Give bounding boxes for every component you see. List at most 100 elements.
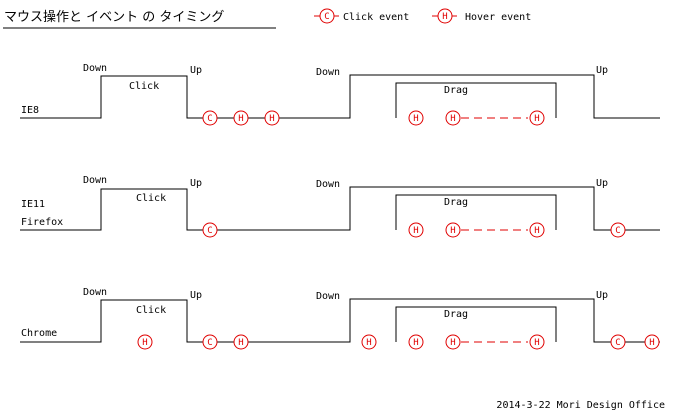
hover-event-marker: H [408,222,424,238]
click-event-letter: C [615,226,620,236]
hover-event-circle [408,334,424,350]
row-label: IE8 [21,105,39,116]
down-label: Down [83,287,107,298]
click-label: Click [136,193,166,204]
click-event-circle [202,110,218,126]
timeline-baseline [20,74,660,119]
hover-event-circle [445,110,461,126]
down-label: Down [316,67,340,78]
click-event-letter: C [207,226,212,236]
timeline-baseline [20,298,660,343]
drag-label: Drag [444,85,468,96]
up-label: Up [190,178,202,189]
click-event-circle [610,222,626,238]
legend-hover-label: Hover event [465,12,531,23]
hover-event-circle [529,222,545,238]
hover-event-letter: H [238,338,243,348]
hover-event-circle [529,334,545,350]
hover-event-circle [408,110,424,126]
hover-event-letter: H [649,338,654,348]
row-label: Chrome [21,328,57,339]
legend-click-label: Click event [343,12,409,23]
hover-event-circle [408,222,424,238]
legend-click: C Click event [314,8,409,24]
click-event-letter: C [207,114,212,124]
click-event-letter: C [615,338,620,348]
svg-text:C: C [324,12,329,22]
click-label: Click [136,305,166,316]
hover-event-letter: H [413,226,418,236]
row-label: IE11 [21,199,45,210]
hover-event-letter: H [534,114,539,124]
hover-event-marker: H [529,334,545,350]
hover-event-marker: H [408,110,424,126]
hover-event-circle [644,334,660,350]
click-event-marker: C [202,334,218,350]
hover-event-circle [445,222,461,238]
hover-event-letter: H [450,338,455,348]
diagram-title: マウス操作と イベント の タイミング [4,9,224,25]
drag-pulse [395,82,557,118]
click-event-marker: C [610,222,626,238]
row-chrome: Chrome Down Up Down Up Click Drag H C H … [20,287,660,350]
hover-event-marker: H [233,110,249,126]
up-label: Up [596,65,608,76]
hover-event-letter: H [534,338,539,348]
hover-event-letter: H [269,114,274,124]
legend-hover: H Hover event [432,8,531,24]
hover-event-circle [233,334,249,350]
timeline-baseline [20,186,660,231]
hover-event-letter: H [366,338,371,348]
hover-event-circle [233,110,249,126]
row-label: Firefox [21,217,63,228]
up-label: Up [596,178,608,189]
hover-event-letter: H [450,114,455,124]
row-ie8: IE8 Down Up Down Up Click Drag C H H H H… [20,63,660,126]
hover-event-marker: H [445,110,461,126]
svg-text:H: H [442,12,447,22]
hover-event-letter: H [450,226,455,236]
click-event-circle [202,222,218,238]
hover-event-circle [361,334,377,350]
hover-event-letter: H [413,114,418,124]
hover-event-circle [137,334,153,350]
hover-event-circle [445,334,461,350]
click-event-marker: C [202,110,218,126]
hover-event-marker: H [445,334,461,350]
hover-event-marker: H [233,334,249,350]
up-label: Up [190,65,202,76]
drag-pulse [395,306,557,342]
hover-event-marker: H [264,110,280,126]
hover-event-circle [529,110,545,126]
click-label: Click [129,81,159,92]
down-label: Down [316,291,340,302]
hover-event-letter: H [142,338,147,348]
hover-event-circle [264,110,280,126]
hover-event-marker: H [644,334,660,350]
click-event-circle [202,334,218,350]
click-event-letter: C [207,338,212,348]
down-label: Down [316,179,340,190]
drag-pulse [395,194,557,230]
hover-event-letter: H [238,114,243,124]
footer-credit: 2014-3-22 Mori Design Office [496,400,665,411]
hover-event-letter: H [413,338,418,348]
up-label: Up [596,290,608,301]
up-label: Up [190,290,202,301]
hover-event-marker: H [529,110,545,126]
down-label: Down [83,175,107,186]
click-event-circle [610,334,626,350]
hover-event-marker: H [445,222,461,238]
hover-event-marker: H [529,222,545,238]
hover-event-marker: H [361,334,377,350]
hover-event-marker: H [408,334,424,350]
click-event-marker: C [202,222,218,238]
drag-label: Drag [444,309,468,320]
hover-event-marker: H [137,334,153,350]
down-label: Down [83,63,107,74]
row-ie11-firefox: IE11 Firefox Down Up Down Up Click Drag … [20,175,660,238]
hover-event-letter: H [534,226,539,236]
click-event-marker: C [610,334,626,350]
drag-label: Drag [444,197,468,208]
